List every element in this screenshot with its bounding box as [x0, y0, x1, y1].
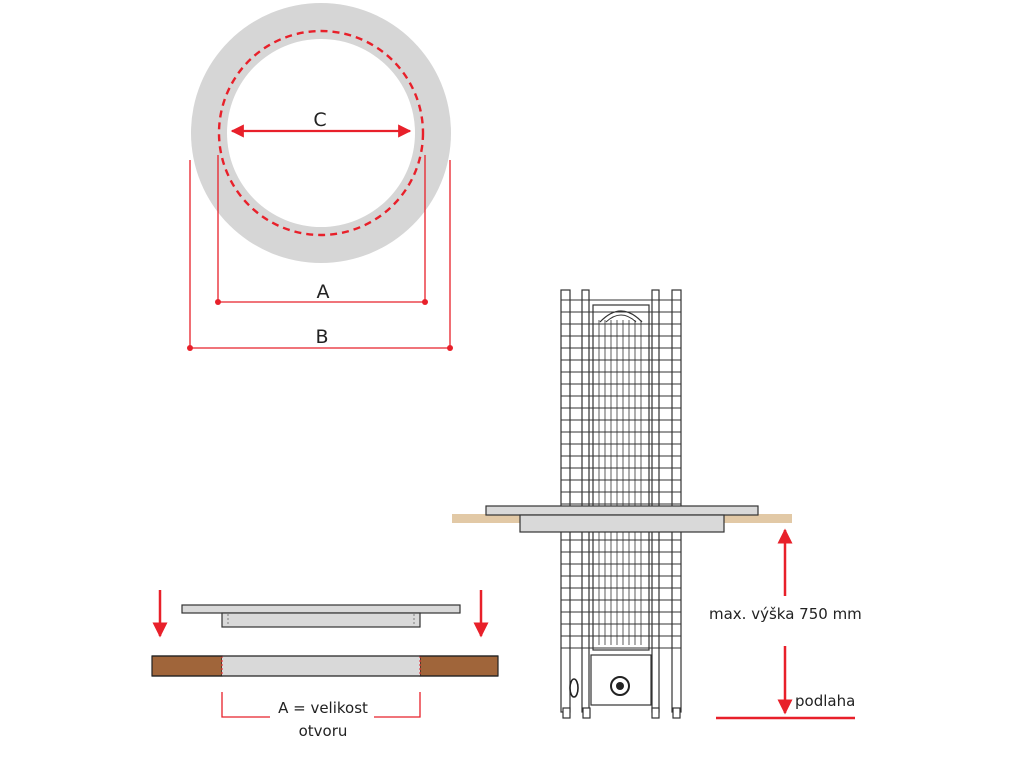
- tower-foot: [562, 707, 571, 719]
- height-label: max. výška 750 mm: [709, 605, 862, 623]
- dimension-b-dot-right: [447, 345, 453, 351]
- tower-foot: [582, 707, 591, 719]
- tower-foot: [651, 707, 660, 719]
- opening-label-line1: A = velikost: [278, 699, 368, 717]
- heater-collar-sleeve: [519, 514, 725, 533]
- heater-knob-side: [569, 678, 579, 698]
- floor-label: podlaha: [795, 692, 855, 710]
- ring-hole: [227, 39, 415, 227]
- label-a: A: [317, 281, 330, 303]
- dimension-a-dot-left: [215, 299, 221, 305]
- tower-foot: [672, 707, 681, 719]
- bench-right: [419, 655, 499, 677]
- heater-tower: [560, 289, 682, 719]
- bench-opening: [222, 656, 420, 676]
- installation-diagram: A = velikost otvoru: [151, 590, 499, 740]
- tower-arch-inner: [605, 314, 637, 323]
- tower-post: [651, 289, 660, 713]
- collar-sleeve: [221, 612, 421, 628]
- tower-post: [560, 289, 571, 713]
- opening-label-line2: otvoru: [299, 722, 348, 740]
- bench-left: [151, 655, 223, 677]
- label-b: B: [315, 326, 328, 348]
- tower-post: [671, 289, 682, 713]
- label-c: C: [313, 109, 326, 131]
- ring-dashed-line: [217, 29, 425, 237]
- collar-flange: [181, 604, 461, 614]
- heater-diagram: max. výška 750 mm podlaha: [452, 289, 862, 720]
- tower-arch: [599, 310, 643, 323]
- heating-core: [592, 304, 650, 651]
- ring-diagram: C A B: [187, 3, 453, 351]
- heater-collar-flange: [485, 505, 759, 516]
- tower-post: [581, 289, 590, 713]
- dimension-a-dot-right: [422, 299, 428, 305]
- dimension-b-dot-left: [187, 345, 193, 351]
